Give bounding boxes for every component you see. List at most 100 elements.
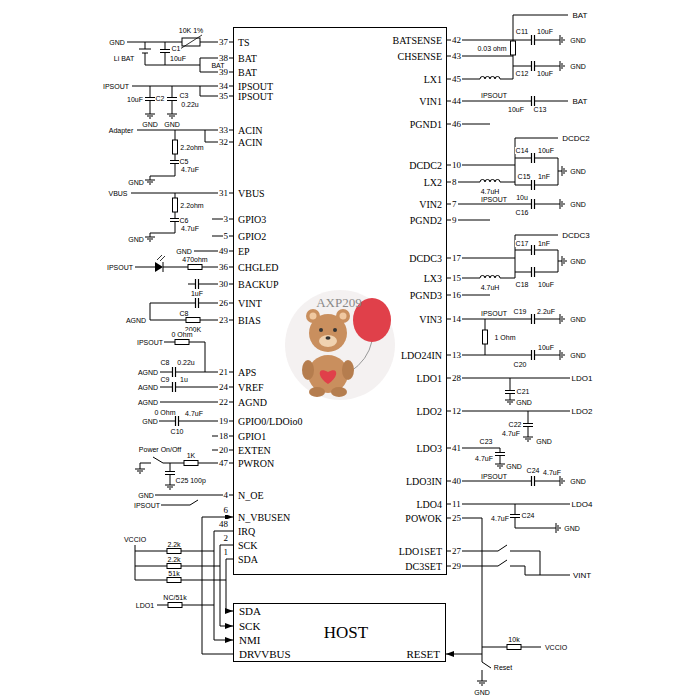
component-label: C24 [526, 467, 541, 474]
component-label: 0.03 ohm [476, 45, 507, 52]
pin-name: PGND2 [409, 215, 443, 226]
component-label: 1K [186, 452, 197, 459]
component-label: 2.2k [166, 541, 181, 548]
component-label: 4.7uF [180, 166, 200, 173]
component-label: 1 Ohm [493, 334, 516, 341]
pin-name: POWOK [404, 513, 443, 524]
ground-symbol [558, 166, 566, 176]
bear-eye [319, 328, 323, 332]
bear-head [309, 314, 347, 352]
pin-name: APS [237, 367, 257, 378]
bear-heart [320, 370, 337, 384]
component-label: AGND [137, 399, 159, 406]
component-label: 1nF [537, 240, 551, 247]
host-pin-name: DRVVBUS [238, 648, 292, 660]
component-label: 1nF [537, 173, 551, 180]
component-label: IPSOUT [133, 502, 161, 509]
pin-number: 15 [451, 273, 462, 283]
capacitor-symbol [196, 279, 199, 289]
component-label: GND [569, 63, 587, 70]
net-label: BAT [572, 97, 589, 106]
pin-name: LX3 [423, 273, 443, 284]
component-label: VCCIO [123, 536, 147, 543]
bear-ear-inner [340, 313, 347, 320]
component-label: GND [108, 39, 126, 46]
pin-number: 29 [451, 561, 462, 571]
component-label: C2 [155, 95, 166, 102]
pin-number: 34 [218, 81, 229, 91]
pin-name: DCDC2 [408, 160, 443, 171]
capacitor-symbol [196, 298, 199, 308]
pin-number: 14 [451, 314, 462, 324]
component-label: VBUS [107, 190, 128, 197]
signal-connector [220, 545, 233, 626]
battery-symbol [139, 49, 151, 53]
pin-name: BIAS [237, 315, 262, 326]
pin-number: 19 [218, 416, 229, 426]
pin-name: LDO24IN [400, 350, 443, 361]
wire [475, 15, 570, 677]
component-label: 10u [515, 194, 529, 201]
component-label: IPSOUT [106, 264, 134, 271]
pin-number: 10 [451, 160, 462, 170]
component-label: NC/51k [162, 594, 187, 601]
pin-name: DC3SET [404, 561, 443, 572]
ground-symbol [145, 233, 155, 241]
pin-name: SDA [237, 554, 259, 565]
resistor-symbol [184, 461, 198, 466]
pin-number: 48 [218, 519, 229, 529]
component-label: 4.7uF [501, 430, 521, 437]
component-label: 470ohm [181, 256, 208, 263]
pin-number: 18 [218, 431, 229, 441]
bear-eye [333, 328, 337, 332]
component-label: C15 [517, 173, 532, 180]
component-label: AGND [125, 317, 147, 324]
component-label: AGND [137, 384, 159, 391]
component-label: GND [569, 168, 587, 175]
inductor-symbol [480, 180, 500, 183]
net-label: LDO1 [571, 374, 594, 383]
component-label: BAT [210, 62, 225, 69]
ground-symbol [556, 314, 564, 324]
net-label: DCDC2 [561, 134, 591, 143]
component-label: C11 [515, 28, 529, 35]
pin-name: VIN2 [418, 199, 443, 210]
pin-number: 39 [218, 67, 229, 77]
host-pin-name: NMI [238, 634, 261, 646]
component-label: C8 [160, 359, 171, 366]
pin-name: AGND [237, 397, 268, 408]
component-label: C16 [515, 209, 530, 216]
inductor-symbol [480, 276, 500, 279]
component-label: 2.2uF [536, 308, 556, 315]
component-label: C24 [521, 512, 536, 519]
pin-number: 7 [451, 199, 458, 209]
component-label: IPSOUT [480, 310, 508, 317]
component-label: 10uF [537, 281, 555, 288]
component-label: GND [163, 121, 181, 128]
ground-symbol [556, 350, 564, 360]
component-label: IPSOUT [480, 92, 508, 99]
component-label: C20 [513, 361, 528, 368]
pin-name: VIN3 [418, 314, 443, 325]
pin-number: 12 [451, 406, 462, 416]
component-label: C6 [179, 217, 190, 224]
capacitor-symbol [510, 515, 520, 518]
pin-number: 28 [451, 373, 462, 383]
component-label: C17 [515, 240, 530, 247]
component-label: 4.7uF [542, 469, 562, 476]
pin-name: BACKUP [237, 279, 280, 290]
pin-number: 20 [218, 445, 229, 455]
resistor-symbol [167, 578, 181, 583]
capacitor-symbol [532, 180, 535, 190]
pin-name: EXTEN [237, 445, 272, 456]
component-label: IPSOUT [480, 473, 508, 480]
pin-number: 21 [218, 367, 229, 377]
component-label: 10k [507, 636, 520, 643]
pin-name: CHSENSE [397, 51, 443, 62]
pin-name: LDO1 [415, 373, 443, 384]
pin-number: 40 [451, 476, 462, 486]
component-label: 4.7uF [180, 225, 200, 232]
ground-symbol [556, 199, 564, 209]
component-label: C21 [516, 388, 531, 395]
